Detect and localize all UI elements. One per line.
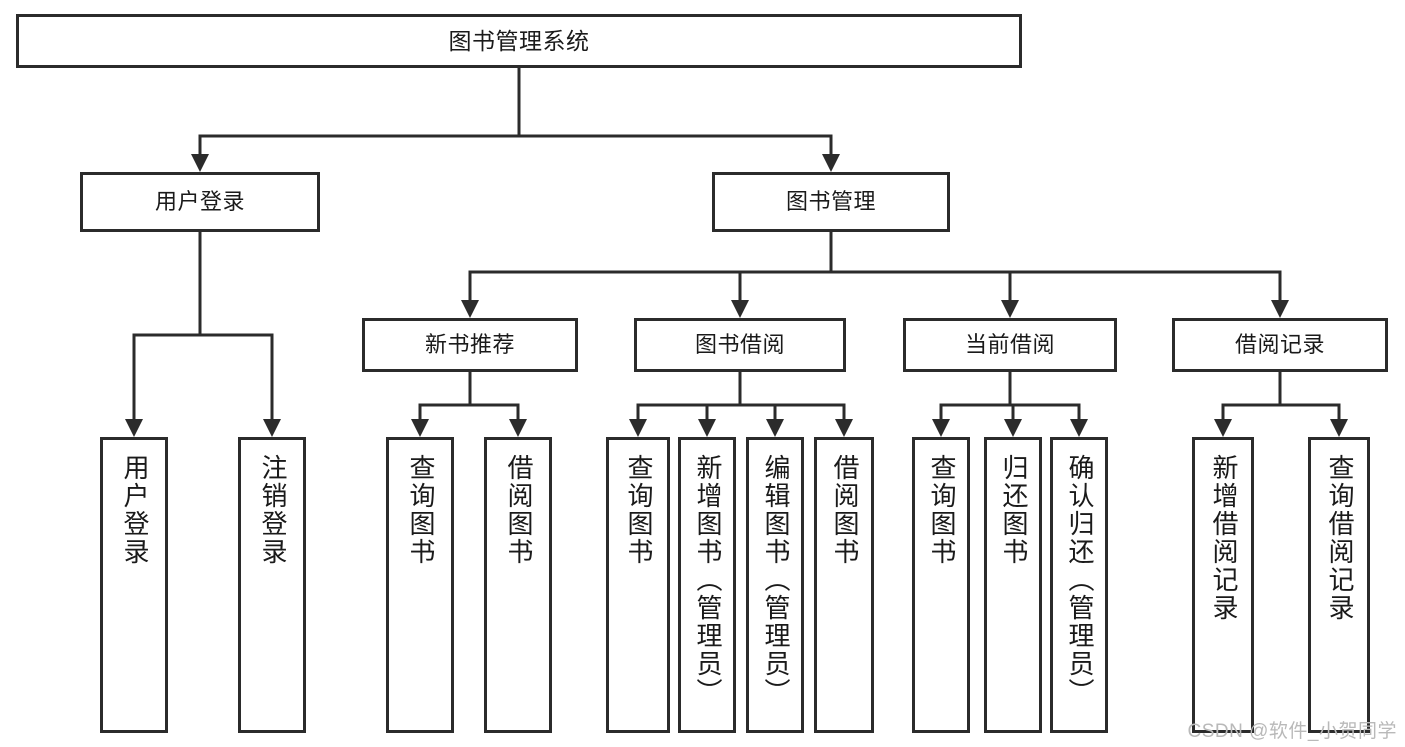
diagram-node-label: 查询借阅记录	[1324, 454, 1355, 622]
diagram-node-record[interactable]: 借阅记录	[1172, 318, 1388, 372]
diagram-node-l5[interactable]: 查询图书	[606, 437, 670, 733]
diagram-node-l12[interactable]: 新增借阅记录	[1192, 437, 1254, 733]
diagram-node-current[interactable]: 当前借阅	[903, 318, 1117, 372]
diagram-node-label: 用户登录	[154, 189, 245, 215]
diagram-node-l1[interactable]: 用户登录	[100, 437, 168, 733]
diagram-node-l8[interactable]: 借阅图书	[814, 437, 874, 733]
diagram-node-bookmgmt[interactable]: 图书管理	[712, 172, 950, 232]
diagram-node-label: 归还图书	[998, 454, 1029, 566]
diagram-node-label: 查询图书	[926, 454, 957, 566]
diagram-node-label: 编辑图书（管理员）	[760, 454, 791, 706]
csdn-watermark: CSDN @软件_小贺同学	[1187, 721, 1397, 742]
diagram-node-login[interactable]: 用户登录	[80, 172, 320, 232]
diagram-node-l2[interactable]: 注销登录	[238, 437, 306, 733]
diagram-node-label: 查询图书	[623, 454, 654, 566]
diagram-node-label: 新增借阅记录	[1208, 454, 1239, 622]
diagram-node-label: 借阅记录	[1234, 332, 1325, 358]
diagram-node-newbook[interactable]: 新书推荐	[362, 318, 578, 372]
diagram-node-label: 注销登录	[257, 454, 288, 566]
diagram-node-l7[interactable]: 编辑图书（管理员）	[746, 437, 804, 733]
diagram-node-borrow[interactable]: 图书借阅	[634, 318, 846, 372]
diagram-node-root[interactable]: 图书管理系统	[16, 14, 1022, 68]
diagram-node-label: 新增图书（管理员）	[692, 454, 723, 706]
diagram-node-l3[interactable]: 查询图书	[386, 437, 454, 733]
diagram-node-label: 图书借阅	[694, 332, 785, 358]
diagram-node-l6[interactable]: 新增图书（管理员）	[678, 437, 736, 733]
diagram-node-label: 新书推荐	[424, 332, 515, 358]
diagram-node-l10[interactable]: 归还图书	[984, 437, 1042, 733]
diagram-node-label: 查询图书	[405, 454, 436, 566]
diagram-node-label: 图书管理	[785, 189, 876, 215]
diagram-node-label: 借阅图书	[503, 454, 534, 566]
diagram-node-l9[interactable]: 查询图书	[912, 437, 970, 733]
diagram-node-l11[interactable]: 确认归还（管理员）	[1050, 437, 1108, 733]
diagram-node-label: 当前借阅	[964, 332, 1055, 358]
diagram-node-label: 借阅图书	[829, 454, 860, 566]
diagram-node-l13[interactable]: 查询借阅记录	[1308, 437, 1370, 733]
diagram-node-l4[interactable]: 借阅图书	[484, 437, 552, 733]
diagram-node-label: 用户登录	[119, 454, 150, 566]
diagram-node-label: 确认归还（管理员）	[1064, 454, 1095, 706]
diagram-node-label: 图书管理系统	[448, 27, 590, 54]
